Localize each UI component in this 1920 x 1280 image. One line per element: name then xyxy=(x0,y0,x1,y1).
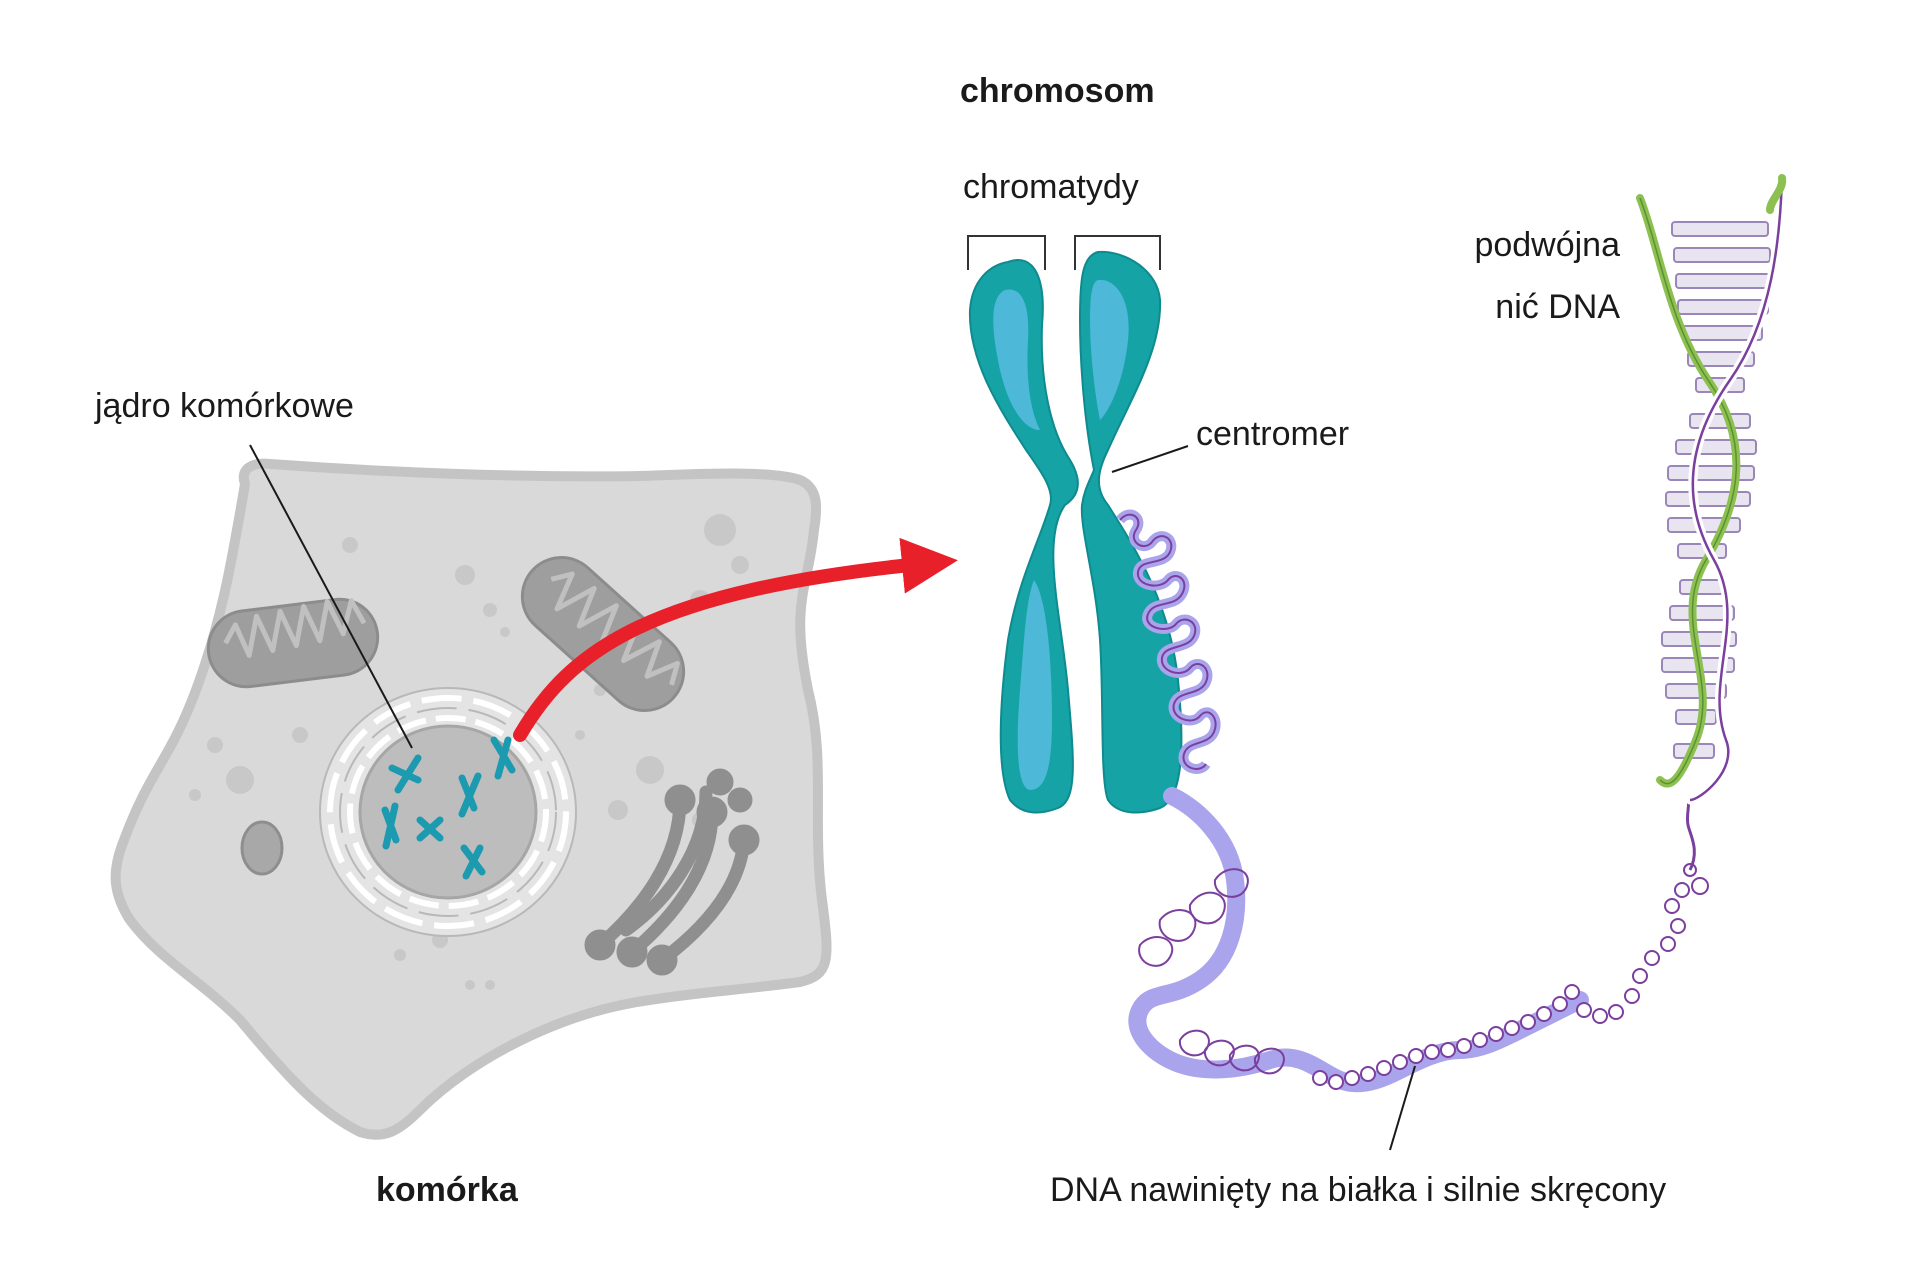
dna-strand-icon xyxy=(1128,787,1709,1093)
dna-double-helix-icon xyxy=(1636,173,1787,805)
nucleus-leader-line xyxy=(249,444,413,749)
chromosome-icon xyxy=(967,235,1221,814)
dna-double-helix-label-line2: nić DNA xyxy=(1495,288,1620,326)
chromosome-title: chromosom xyxy=(960,72,1155,110)
cell-label: komórka xyxy=(376,1171,518,1209)
dna-double-helix-label-line1: podwójna xyxy=(1474,226,1620,264)
chromatid-bracket-left xyxy=(967,235,1046,270)
centromere-label: centromer xyxy=(1196,415,1350,453)
chromatids-label: chromatydy xyxy=(963,168,1139,206)
centromere-leader-line xyxy=(1111,445,1189,473)
chromatid-bracket-right xyxy=(1074,235,1161,270)
chromosome-icons xyxy=(381,736,516,880)
nucleus-label: jądro komórkowe xyxy=(95,387,354,425)
dna-coiled-leader-line xyxy=(1389,1065,1416,1151)
golgi-apparatus-icon xyxy=(584,768,760,976)
vacuole xyxy=(240,820,284,876)
animal-cell-icon xyxy=(110,444,832,1140)
vesicles xyxy=(189,514,749,990)
red-curved-arrow-icon xyxy=(513,537,958,742)
nucleus-icon xyxy=(319,687,577,937)
dna-coiled-label: DNA nawinięty na białka i silnie skręcon… xyxy=(1050,1171,1667,1209)
coiled-dna-in-chromatid xyxy=(1116,509,1221,774)
mitochondrion-icon xyxy=(206,597,380,689)
